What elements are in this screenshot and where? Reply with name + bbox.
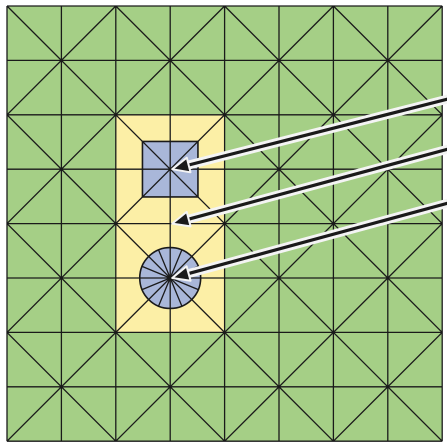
arrows-layer (171, 94, 447, 282)
arrow-head (171, 210, 192, 228)
arrow-shaft (186, 147, 447, 222)
mesh-antidiagonal-line (6, 5, 226, 225)
circle-spoke-line (169, 277, 199, 291)
circle-spoke-line (141, 277, 171, 291)
mesh-antidiagonal-line (224, 223, 443, 442)
circle-spoke-line (141, 265, 171, 279)
circle-spoke-line (157, 277, 171, 307)
pointer-arrow (171, 94, 447, 174)
circle-spoke-line (157, 249, 171, 279)
pointer-arrow (171, 198, 447, 282)
mesh-antidiagonal-line (6, 5, 334, 333)
arrow-head (171, 265, 192, 282)
mesh-lines-layer (6, 5, 443, 442)
arrow-shaft (186, 201, 447, 276)
mesh-antidiagonal-line (332, 331, 443, 442)
arrow-shaft (186, 97, 447, 168)
pointer-arrow (171, 144, 447, 228)
mesh-antidiagonal-line (6, 5, 117, 116)
arrow-head (171, 156, 192, 174)
circle-spoke-line (169, 249, 183, 279)
mesh-antidiagonal-line (6, 5, 443, 442)
circle-spoke-line (169, 277, 183, 307)
